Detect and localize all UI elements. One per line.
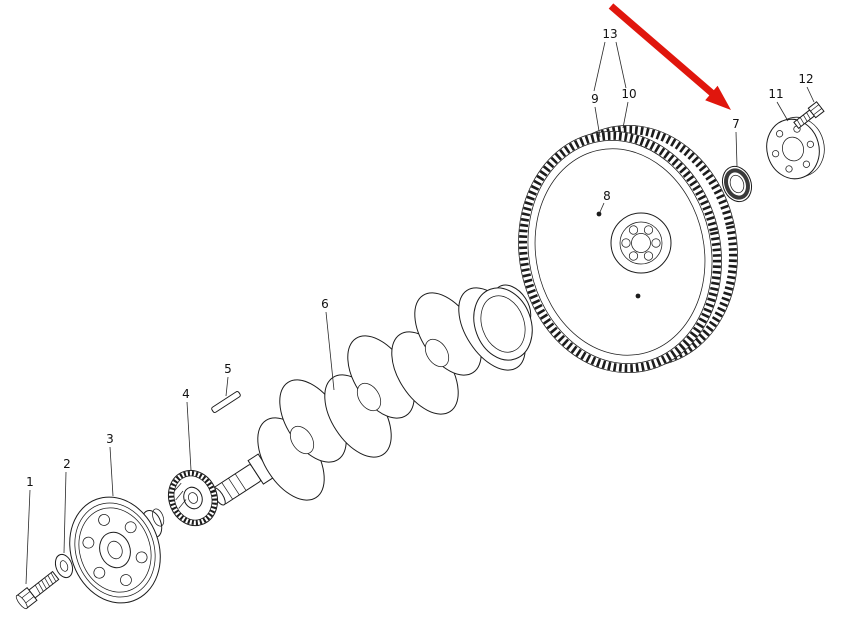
- leader-4: [186, 401, 192, 471]
- hub-bolt-hole: [628, 251, 639, 261]
- plate-part: [766, 116, 825, 180]
- plate-hole: [772, 150, 780, 158]
- pulley-hole: [120, 574, 132, 586]
- red-pointer-arrow: [608, 3, 731, 110]
- crank-journal: [289, 425, 315, 455]
- part-label-10: 10: [621, 87, 636, 101]
- plate-front: [766, 118, 820, 180]
- crankshaft-nose: [211, 453, 275, 506]
- ring-gear-inner-edge: [527, 139, 713, 365]
- leader-5: [225, 376, 229, 397]
- red-arrow-shaft: [608, 3, 716, 97]
- part-label-3: 3: [106, 432, 114, 446]
- bearing-inner-race: [729, 174, 745, 194]
- flywheel-face-edge: [534, 148, 706, 356]
- pulley-hole: [93, 566, 106, 579]
- leader-11: [776, 101, 789, 122]
- plate-hole: [776, 130, 784, 138]
- leader-8: [599, 202, 605, 213]
- plate-bore: [782, 136, 804, 162]
- gear-part: [167, 469, 219, 527]
- hub-bolt-hole: [621, 238, 631, 248]
- flywheel-front: [518, 130, 722, 374]
- dowel-pin: [596, 211, 602, 217]
- leader-1: [25, 489, 31, 585]
- leader-2: [63, 471, 67, 554]
- key-part: [211, 391, 241, 413]
- ring-gear-teeth: [534, 125, 738, 367]
- hub-bolt-hole: [628, 225, 639, 235]
- pulley-hole: [98, 514, 110, 526]
- pulley-part: [69, 496, 165, 604]
- plate-hole: [785, 165, 793, 173]
- flywheel-bore: [631, 233, 651, 253]
- plate-hole: [806, 140, 814, 148]
- part-label-1: 1: [26, 475, 34, 489]
- leader-13-left: [593, 41, 606, 92]
- pulley-body: [69, 496, 161, 604]
- part-label-9: 9: [591, 92, 599, 106]
- pulley-hole: [82, 536, 95, 549]
- part-labels: 1 2 3 4 5 6 7 8 9 10 11 12 13: [26, 27, 813, 489]
- part-label-11: 11: [768, 87, 783, 101]
- part-label-2: 2: [63, 457, 71, 471]
- leader-10: [622, 101, 629, 129]
- pulley-bore: [107, 540, 123, 560]
- crank-journal: [356, 382, 382, 412]
- part-label-7: 7: [732, 117, 740, 131]
- crankshaft-part: [211, 284, 533, 506]
- hub-bolt-hole: [643, 225, 654, 235]
- part-label-5: 5: [224, 362, 232, 376]
- flywheel-part: [518, 124, 738, 374]
- leader-13-right: [615, 41, 627, 89]
- part-label-6: 6: [321, 297, 329, 311]
- pulley-hub: [99, 531, 131, 569]
- hub-bolt-hole: [651, 238, 661, 248]
- leader-3: [109, 446, 114, 497]
- hub-bolt-hole: [643, 251, 654, 261]
- washer-part: [54, 553, 74, 579]
- flywheel-hub: [610, 212, 672, 274]
- bearing-part: [721, 165, 753, 203]
- leader-lines: [25, 41, 815, 585]
- pulley-hole: [135, 551, 148, 564]
- leader-12: [806, 86, 815, 103]
- pulley-hole: [124, 521, 137, 534]
- leader-9: [594, 106, 601, 138]
- part-label-13: 13: [602, 27, 617, 41]
- crank-journal: [424, 338, 450, 368]
- crank-seal-ring: [473, 287, 533, 361]
- dowel-pin: [635, 293, 641, 299]
- small-bolt-part: [793, 101, 825, 130]
- part-label-8: 8: [603, 189, 611, 203]
- gear-bore: [187, 492, 199, 504]
- leader-7: [735, 131, 738, 167]
- part-label-12: 12: [798, 72, 813, 86]
- red-arrow-head: [705, 85, 731, 110]
- bolt-head: [807, 101, 825, 119]
- plate-hole: [802, 160, 810, 168]
- bolt-part: [15, 570, 60, 610]
- part-label-4: 4: [182, 387, 190, 401]
- bearing-balls: [724, 168, 750, 200]
- plate-outline: [766, 118, 820, 180]
- leader-6: [325, 311, 335, 391]
